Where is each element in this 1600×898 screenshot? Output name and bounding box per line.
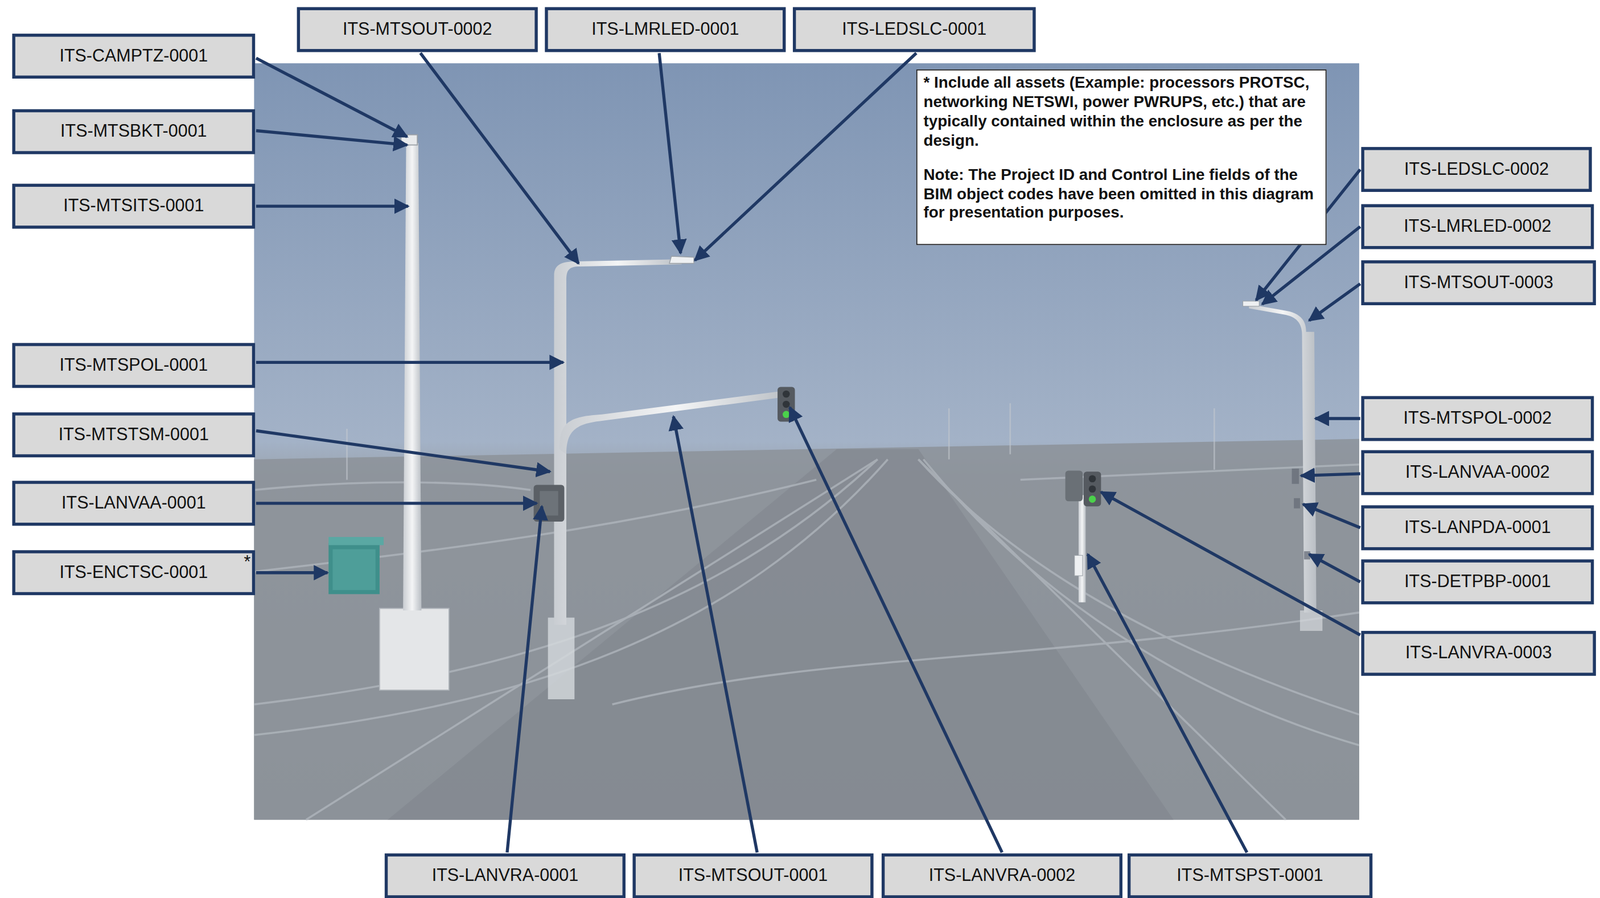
callout-box: ITS-LANVRA-0001 — [384, 853, 626, 898]
callout-box: ITS-LANVRA-0003 — [1361, 630, 1597, 676]
asset-code: ITS-MTSOUT-0001 — [678, 865, 828, 886]
asset-code: ITS-LANVRA-0002 — [928, 865, 1076, 886]
asset-code: ITS-ENCTSC-0001 — [59, 562, 208, 583]
asset-code: ITS-MTSOUT-0002 — [342, 19, 492, 40]
callout-box: ITS-MTSBKT-0001 — [12, 109, 256, 155]
asset-code: ITS-LMRLED-0001 — [591, 19, 739, 40]
callout-box: ITS-LMRLED-0002 — [1361, 204, 1595, 250]
asset-code: ITS-MTSBKT-0001 — [60, 121, 207, 142]
callout-box: ITS-LANPDA-0001 — [1361, 504, 1595, 550]
asset-code: ITS-MTSTSM-0001 — [58, 424, 209, 446]
callout-box: ITS-DETPBP-0001 — [1361, 558, 1595, 604]
asset-code: ITS-MTSPOL-0001 — [59, 355, 208, 376]
callout-box: ITS-LEDSLC-0002 — [1361, 146, 1593, 192]
callout-box: ITS-ENCTSC-0001 — [12, 549, 256, 595]
callout-box: ITS-LANVAA-0002 — [1361, 450, 1595, 496]
asset-code: ITS-CAMPTZ-0001 — [59, 46, 208, 67]
callout-box: ITS-LANVAA-0001 — [12, 480, 256, 526]
asset-code: ITS-MTSOUT-0003 — [1403, 272, 1553, 294]
note-box: * Include all assets (Example: processor… — [916, 69, 1327, 245]
callout-box: ITS-MTSITS-0001 — [12, 183, 256, 229]
asset-code: ITS-LANVAA-0002 — [1405, 462, 1550, 483]
callout-box: ITS-MTSPOL-0001 — [12, 342, 256, 388]
callout-box: ITS-MTSPOL-0002 — [1361, 396, 1595, 442]
asset-code: ITS-LANVAA-0001 — [61, 492, 207, 514]
callout-box: ITS-LEDSLC-0001 — [792, 7, 1036, 53]
note-text: * Include all assets (Example: processor… — [923, 73, 1320, 151]
asset-code: ITS-MTSITS-0001 — [63, 195, 204, 217]
callout-box: ITS-MTSPST-0001 — [1127, 853, 1373, 898]
callout-box: ITS-MTSOUT-0003 — [1361, 260, 1597, 306]
callout-box: ITS-LMRLED-0001 — [544, 7, 786, 53]
note-text: Note: The Project ID and Control Line fi… — [923, 165, 1320, 224]
asset-code: ITS-MTSPOL-0002 — [1403, 408, 1552, 429]
asset-code: ITS-LANPDA-0001 — [1404, 517, 1551, 538]
asset-code: ITS-LEDSLC-0001 — [841, 19, 987, 40]
asset-code: ITS-LANVRA-0003 — [1405, 642, 1552, 664]
callout-box: ITS-MTSOUT-0001 — [632, 853, 874, 898]
callout-box: ITS-MTSOUT-0002 — [297, 7, 538, 53]
callout-box: ITS-CAMPTZ-0001 — [12, 33, 256, 79]
callout-box: ITS-LANVRA-0002 — [881, 853, 1123, 898]
footnote-mark: * — [243, 552, 251, 573]
callout-box: ITS-MTSTSM-0001 — [12, 412, 256, 458]
asset-code: ITS-LANVRA-0001 — [432, 865, 579, 886]
asset-code: ITS-DETPBP-0001 — [1404, 571, 1551, 592]
asset-code: ITS-LEDSLC-0002 — [1404, 159, 1549, 180]
asset-code: ITS-LMRLED-0002 — [1403, 216, 1552, 237]
asset-code: ITS-MTSPST-0001 — [1176, 865, 1323, 886]
